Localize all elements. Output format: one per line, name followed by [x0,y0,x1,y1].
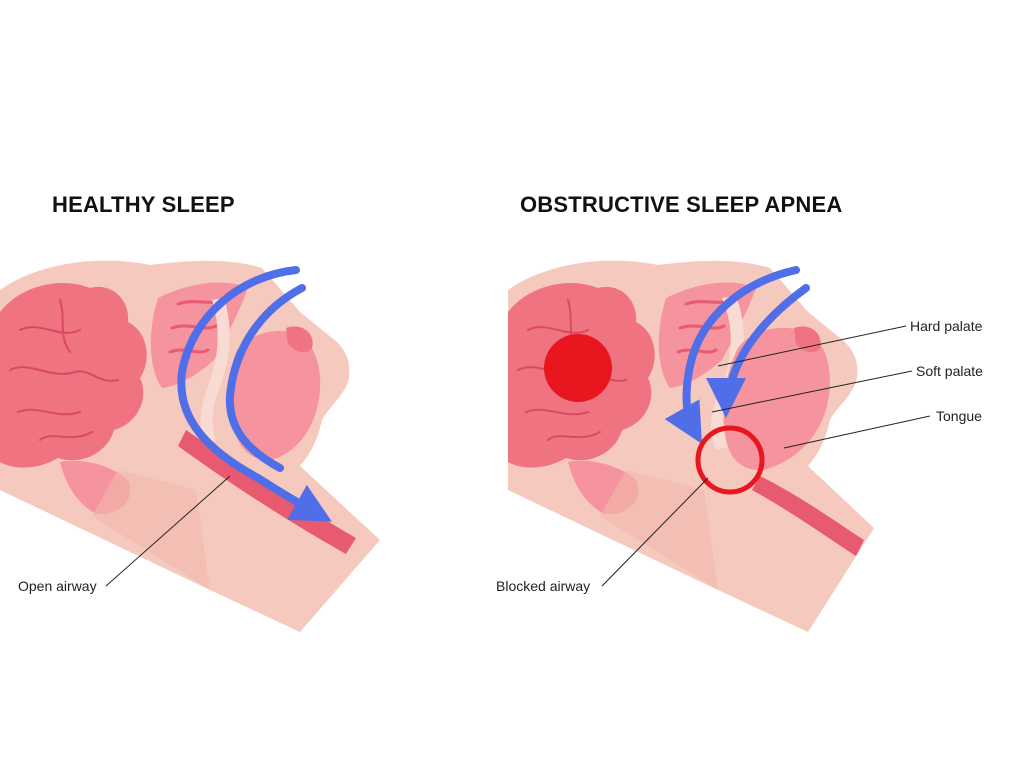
airflow-arrow-icon [177,266,332,522]
apnea-head-illustration [508,260,874,632]
healthy-brain [0,282,147,468]
healthy-brain-folds [9,299,119,441]
healthy-sleep-title: HEALTHY SLEEP [52,192,235,217]
blocked-airway-leader [601,477,709,587]
hard-palate-label: Hard palate [910,318,983,334]
airflow-arrow-icon [664,266,800,444]
obstruction-circle-icon [695,425,765,495]
airflow-arrow-icon [225,284,306,472]
blocked-airway-label: Blocked airway [496,578,591,594]
soft-palate-leader [711,370,913,413]
healthy-tongue [229,330,321,461]
healthy-neck-back [92,470,210,590]
healthy-lips [286,326,313,353]
obstructive-sleep-apnea-title: OBSTRUCTIVE SLEEP APNEA [520,192,843,217]
soft-palate-label: Soft palate [916,363,983,379]
tongue-label: Tongue [936,408,982,424]
airflow-arrow-icon [706,284,810,418]
open-airway-label: Open airway [18,578,97,594]
apnea-neck-back [600,470,718,590]
apnea-throat [752,476,864,556]
healthy-head-illustration [0,260,380,632]
tongue-leader [783,415,931,449]
healthy-soft-palate [200,298,230,444]
brain-signal-spot [544,334,612,402]
hard-palate-leader [717,325,907,367]
healthy-throat [178,430,356,554]
open-airway-leader [105,475,231,587]
